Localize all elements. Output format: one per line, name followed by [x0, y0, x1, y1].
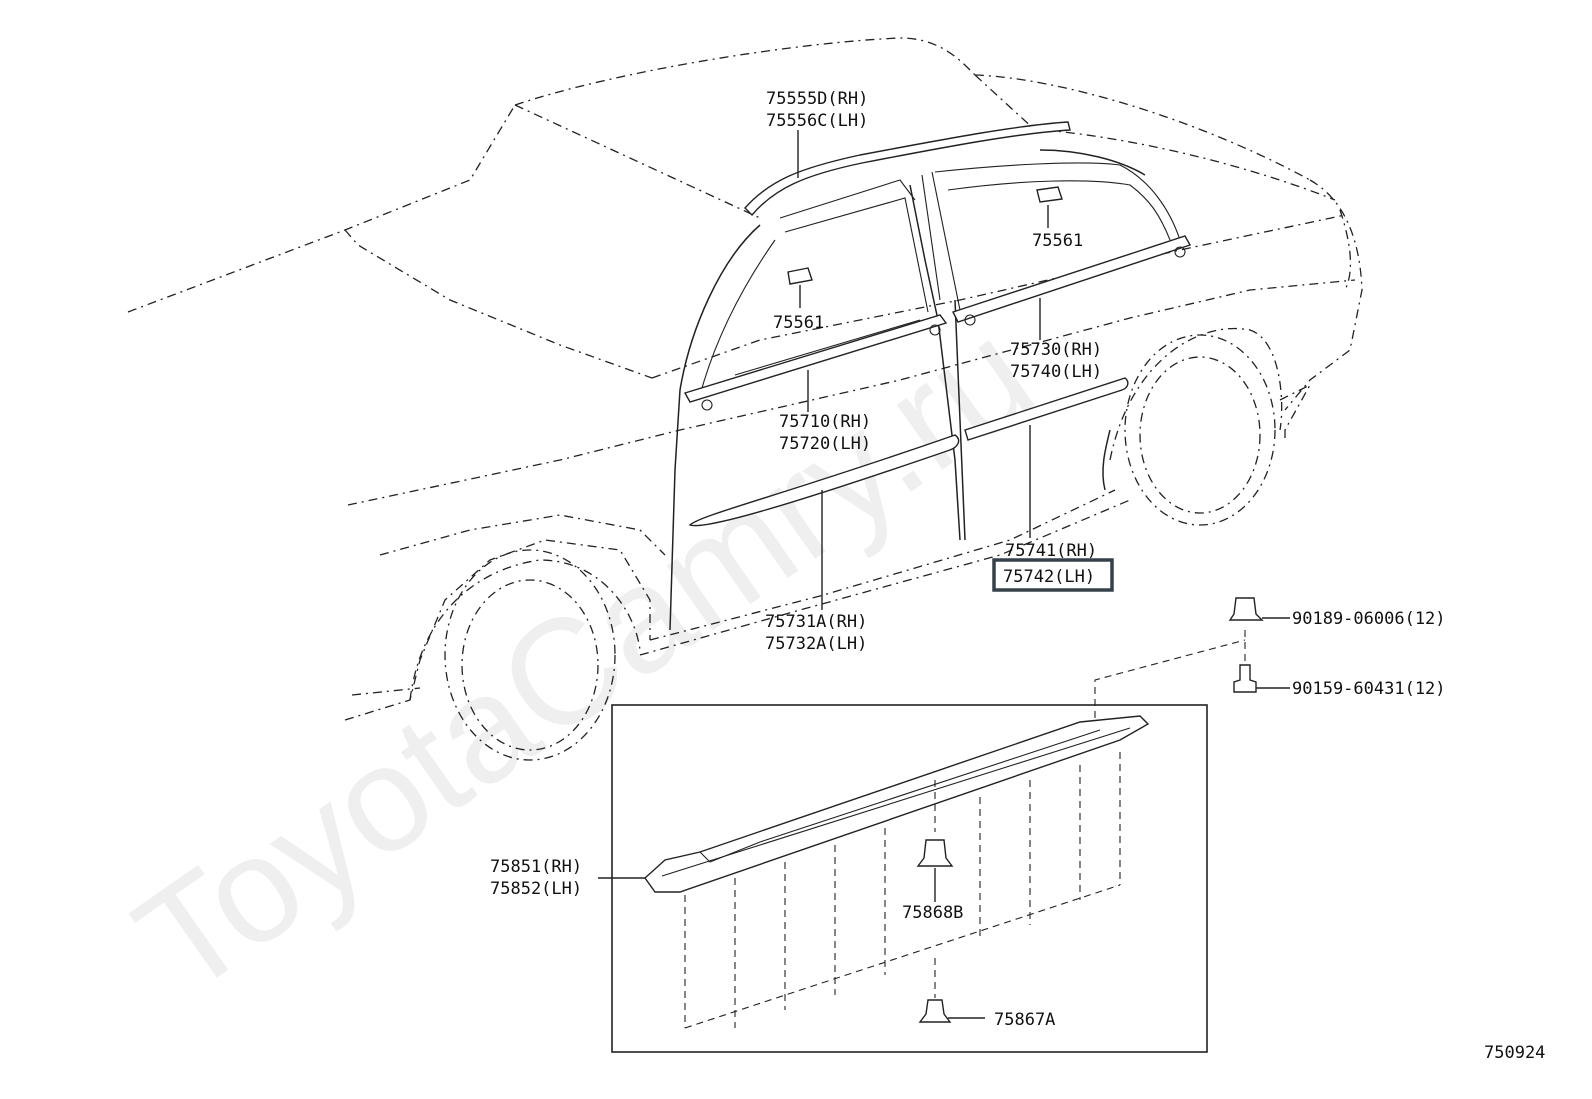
label-90159[interactable]: 90159-60431(12) — [1292, 679, 1446, 699]
roof-molding — [744, 121, 1071, 217]
doors-and-windows — [669, 149, 1181, 631]
car-body-outline — [127, 37, 1363, 761]
label-75851[interactable]: 75851(RH) — [490, 857, 582, 877]
label-75561-front[interactable]: 75561 — [773, 313, 824, 333]
label-75561-rear[interactable]: 75561 — [1032, 231, 1083, 251]
leader-lines — [598, 130, 1290, 1019]
label-75555d[interactable]: 75555D(RH) — [766, 89, 868, 109]
selected-part-highlight — [992, 558, 1114, 592]
clip-75561-rear — [1036, 186, 1063, 203]
projection-lines — [684, 630, 1246, 1029]
rear-door-side-molding — [964, 377, 1129, 441]
screw-90159-icon — [1233, 664, 1257, 693]
clip-90189-icon — [1228, 597, 1264, 621]
front-door-side-molding — [688, 434, 960, 527]
diagram-code: 750924 — [1484, 1043, 1545, 1063]
label-75730[interactable]: 75730(RH) — [1010, 340, 1102, 360]
label-75867a[interactable]: 75867A — [994, 1010, 1055, 1030]
label-75556c[interactable]: 75556C(LH) — [766, 111, 868, 131]
label-75868b[interactable]: 75868B — [902, 903, 963, 923]
rocker-molding — [644, 715, 1150, 893]
clip-75867a — [918, 999, 952, 1023]
label-75710[interactable]: 75710(RH) — [779, 412, 871, 432]
label-90189[interactable]: 90189-06006(12) — [1292, 609, 1446, 629]
label-75732a[interactable]: 75732A(LH) — [765, 634, 867, 654]
label-75852[interactable]: 75852(LH) — [490, 879, 582, 899]
clip-75868b — [916, 839, 954, 867]
clip-75561-front — [787, 267, 813, 285]
front-belt-molding — [683, 314, 948, 403]
label-75741[interactable]: 75741(RH) — [1005, 541, 1097, 561]
rear-belt-molding — [952, 235, 1192, 323]
label-75720[interactable]: 75720(LH) — [779, 434, 871, 454]
label-75742[interactable]: 75742(LH) — [1003, 567, 1095, 587]
label-75731a[interactable]: 75731A(RH) — [765, 612, 867, 632]
part-labels: 75555D(RH) 75556C(LH) 75561 75561 75730(… — [490, 89, 1545, 1063]
parts-drawing — [683, 121, 1192, 527]
label-75740[interactable]: 75740(LH) — [1010, 362, 1102, 382]
rocker-detail-group — [611, 630, 1246, 1053]
